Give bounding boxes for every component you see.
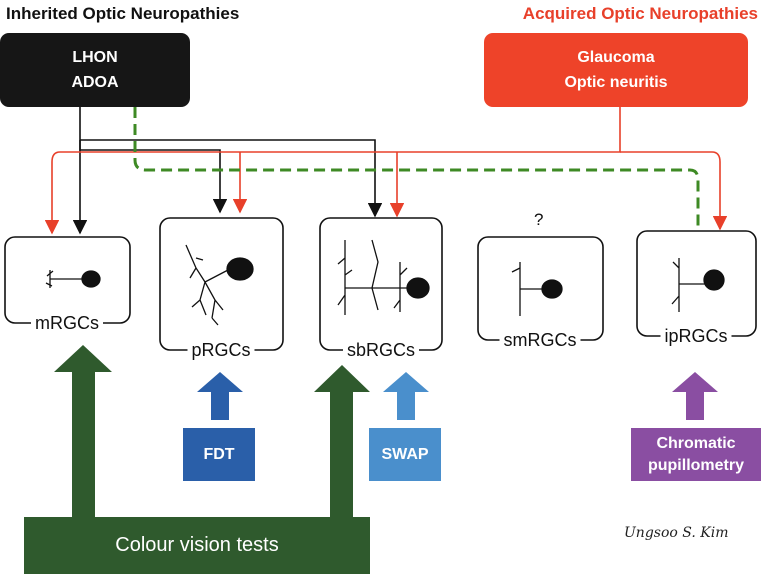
disease-glaucoma: Glaucoma (577, 49, 655, 66)
prgc-label: pRGCs (187, 339, 255, 361)
inherited-heading: Inherited Optic Neuropathies (6, 4, 240, 23)
colour-vision-tests-box: Colour vision tests (24, 517, 370, 574)
sbrgc-neuron (337, 239, 430, 315)
author-signature: Ungsoo S. Kim (624, 525, 729, 541)
disease-lhon: LHON (72, 49, 118, 66)
smrgc-label: smRGCs (499, 329, 581, 351)
fdt-arrow (197, 372, 243, 420)
mrgc-label: mRGCs (31, 312, 103, 334)
disease-adoa: ADOA (71, 74, 119, 91)
acquired-connectors (44, 107, 728, 235)
iprgc-neuron (671, 258, 725, 312)
chromatic-pupillometry-box: Chromatic pupillometry (631, 428, 761, 481)
smrgc-neuron (511, 262, 563, 316)
disease-optic-neuritis: Optic neuritis (564, 74, 668, 91)
fdt-label: FDT (203, 445, 235, 463)
mrgc-box (4, 236, 131, 324)
inherited-connectors (72, 107, 383, 235)
fdt-box: FDT (183, 428, 255, 481)
acquired-disease-box: Glaucoma Optic neuritis (484, 33, 748, 107)
chromatic-label-line2: pupillometry (647, 456, 744, 474)
sbrgc-label: sbRGCs (342, 339, 420, 361)
colour-vision-label: Colour vision tests (115, 534, 279, 556)
inherited-disease-box: LHON ADOA (0, 33, 190, 107)
colour-test-arrow-left (54, 345, 112, 517)
chromatic-label-line1: Chromatic (656, 434, 736, 452)
swap-arrow (383, 372, 429, 420)
colour-test-arrow-right (314, 365, 370, 517)
swap-box: SWAP (369, 428, 441, 481)
mrgc-neuron (45, 270, 101, 288)
chromatic-arrow (672, 372, 718, 420)
iprgc-label: ipRGCs (660, 325, 732, 347)
swap-label: SWAP (381, 445, 429, 463)
adoa-dashed-line (133, 107, 700, 229)
prgc-box (159, 217, 284, 351)
acquired-heading: Acquired Optic Neuropathies (522, 4, 758, 23)
prgc-neuron (185, 244, 254, 326)
unknown-marker: ? (534, 210, 544, 229)
